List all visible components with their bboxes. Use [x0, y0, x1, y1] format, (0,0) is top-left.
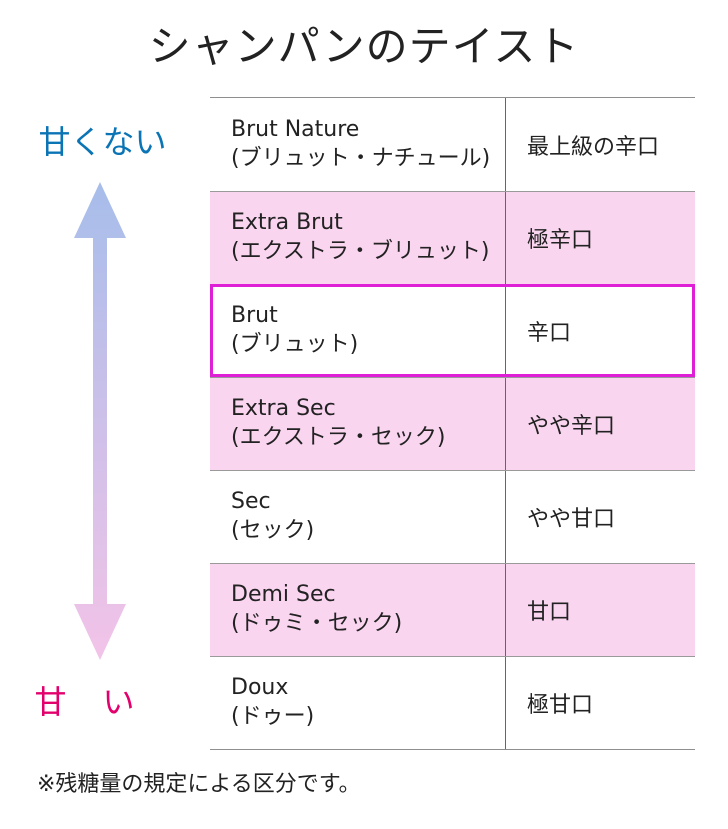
taste-cell: やや甘口 [527, 507, 616, 532]
name-ja: (ブリュット) [231, 332, 359, 357]
taste-cell: 辛口 [527, 321, 572, 346]
table-row-demi-sec: Demi Sec (ドゥミ・セック) 甘口 [210, 563, 695, 656]
name-ja: (ドゥミ・セック) [231, 611, 403, 636]
table-row-brut-highlighted: Brut (ブリュット) 辛口 [210, 284, 695, 377]
name-en: Brut [231, 303, 278, 329]
table-row-brut-nature: Brut Nature (ブリュット・ナチュール) 最上級の辛口 [210, 98, 695, 191]
footnote: ※残糖量の規定による区分です。 [37, 772, 361, 797]
sweetness-table: Brut Nature (ブリュット・ナチュール) 最上級の辛口 Extra B… [210, 97, 695, 750]
name-cell: Extra Sec (エクストラ・セック) [210, 378, 506, 470]
name-ja: (セック) [231, 518, 315, 543]
name-cell: Sec (セック) [210, 471, 506, 563]
not-sweet-label: 甘くない [38, 123, 167, 161]
name-en: Doux [231, 675, 289, 701]
name-en: Extra Sec [231, 396, 336, 422]
page-title: シャンパンのテイスト [148, 22, 580, 71]
table-row-extra-brut: Extra Brut (エクストラ・ブリュット) 極辛口 [210, 191, 695, 284]
name-cell: Brut Nature (ブリュット・ナチュール) [210, 98, 506, 191]
taste-cell: 極甘口 [527, 693, 594, 718]
name-cell: Doux (ドゥー) [210, 657, 506, 749]
name-en: Sec [231, 489, 271, 515]
name-en: Brut Nature [231, 116, 360, 142]
name-ja: (ブリュット・ナチュール) [231, 145, 491, 171]
taste-cell: 極辛口 [527, 228, 594, 253]
name-ja: (ドゥー) [231, 704, 315, 729]
taste-cell: やや辛口 [527, 414, 616, 439]
taste-cell: 最上級の辛口 [527, 134, 660, 160]
name-en: Extra Brut [231, 210, 343, 236]
sweetness-arrow-icon [74, 182, 126, 660]
taste-cell: 甘口 [527, 600, 572, 625]
name-cell: Extra Brut (エクストラ・ブリュット) [210, 192, 506, 284]
table-row-extra-sec: Extra Sec (エクストラ・セック) やや辛口 [210, 377, 695, 470]
name-ja: (エクストラ・セック) [231, 425, 446, 450]
name-ja: (エクストラ・ブリュット) [231, 239, 490, 264]
name-en: Demi Sec [231, 582, 336, 608]
name-cell: Brut (ブリュット) [210, 285, 506, 377]
name-cell: Demi Sec (ドゥミ・セック) [210, 564, 506, 656]
table-row-sec: Sec (セック) やや甘口 [210, 470, 695, 563]
table-row-doux: Doux (ドゥー) 極甘口 [210, 656, 695, 749]
sweet-label: 甘い [34, 683, 171, 721]
